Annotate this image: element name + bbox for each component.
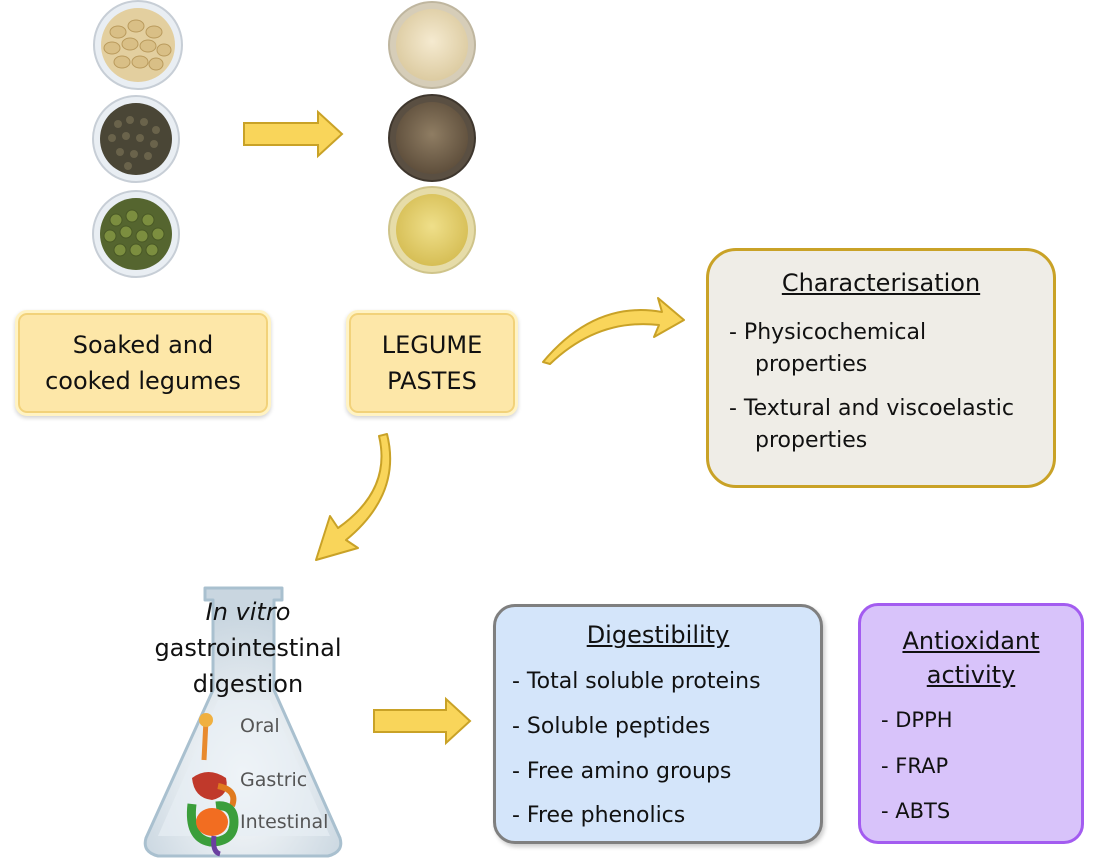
gastric-stage-label: Gastric: [240, 769, 308, 791]
soaked-cooked-legumes-label: Soaked and cooked legumes: [15, 310, 271, 416]
digestibility-item-3: - Free amino groups: [512, 759, 732, 784]
curved-arrow-digestion-icon: [315, 433, 392, 561]
characterisation-item-2: - Textural and viscoelastic properties: [729, 393, 1014, 457]
antioxidant-title: Antioxidant activity: [861, 624, 1081, 692]
characterisation-title: Characterisation: [781, 269, 981, 297]
legumes-label-line-1: Soaked and: [72, 331, 214, 359]
chickpea-bowl: [93, 0, 183, 90]
gastrointestinal-text: gastrointestinal: [154, 634, 342, 662]
antioxidant-title-line-1: Antioxidant: [902, 627, 1040, 655]
oral-stage-label: Oral: [240, 715, 280, 737]
in-vitro-text: In vitro: [205, 598, 291, 626]
pastes-label-line-1: LEGUME: [381, 331, 483, 359]
legume-pastes-label: LEGUME PASTES: [346, 310, 518, 416]
digestibility-item-1: - Total soluble proteins: [512, 669, 761, 694]
digestibility-box: Digestibility - Total soluble proteins -…: [493, 604, 823, 844]
results-arrow-icon: [373, 696, 472, 746]
characterisation-item-1-line-1: - Physicochemical: [729, 320, 927, 345]
intestinal-stage-label: Intestinal: [240, 811, 329, 833]
digestive-system-icon: [186, 713, 239, 857]
antioxidant-title-line-2: activity: [926, 661, 1016, 689]
antioxidant-box: Antioxidant activity - DPPH - FRAP - ABT…: [858, 603, 1084, 844]
legumes-label-line-2: cooked legumes: [45, 367, 241, 395]
characterisation-item-1-line-2: properties: [755, 352, 868, 377]
characterisation-box: Characterisation - Physicochemical prope…: [706, 248, 1056, 488]
processing-arrow-icon: [243, 109, 344, 159]
antioxidant-item-frap: - FRAP: [881, 754, 949, 778]
pea-paste-bowl: [388, 186, 476, 274]
characterisation-item-2-line-2: properties: [755, 428, 868, 453]
in-vitro-digestion-label: In vitro gastrointestinal digestion: [140, 594, 356, 702]
pastes-label-line-2: PASTES: [387, 367, 477, 395]
digestibility-item-4: - Free phenolics: [512, 803, 686, 828]
digestibility-item-2: - Soluble peptides: [512, 714, 711, 739]
pea-bowl: [92, 190, 180, 278]
curved-arrow-characterisation-icon: [542, 297, 685, 365]
digestibility-title: Digestibility: [586, 621, 730, 649]
characterisation-item-1: - Physicochemical properties: [729, 317, 926, 381]
characterisation-item-2-line-1: - Textural and viscoelastic: [729, 396, 1014, 421]
digestion-text: digestion: [192, 670, 304, 698]
lentil-paste-bowl: [388, 94, 476, 182]
antioxidant-item-abts: - ABTS: [881, 799, 951, 823]
antioxidant-item-dpph: - DPPH: [881, 708, 953, 732]
chickpea-paste-bowl: [388, 1, 476, 89]
lentil-bowl: [92, 95, 180, 183]
flask-icon: [143, 586, 343, 858]
